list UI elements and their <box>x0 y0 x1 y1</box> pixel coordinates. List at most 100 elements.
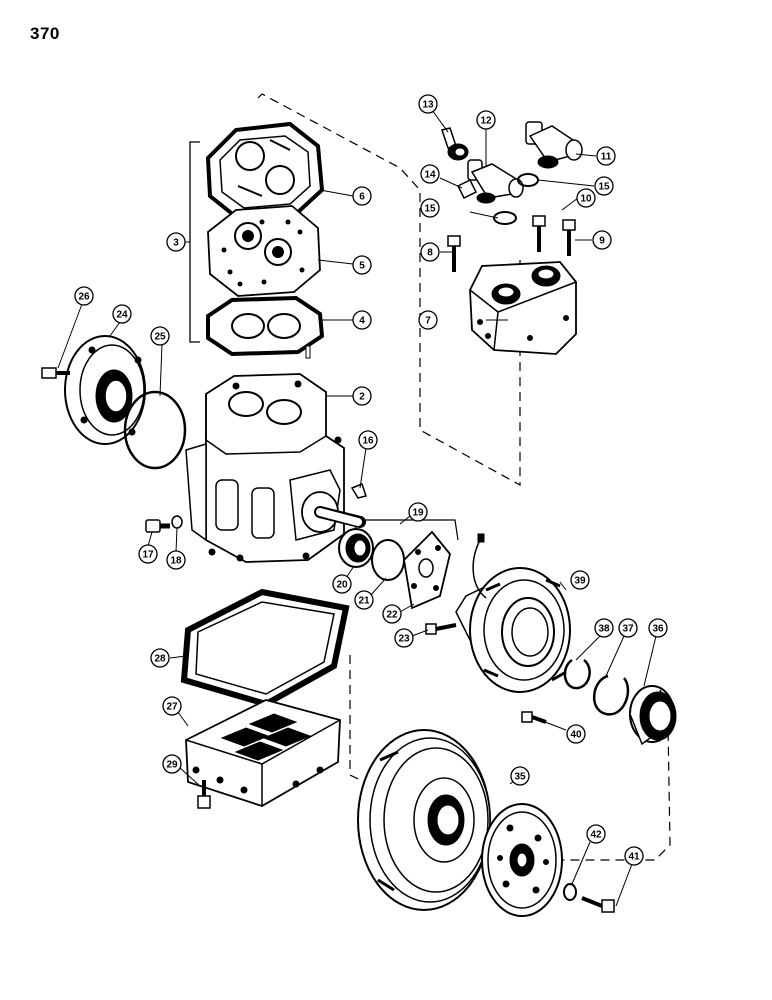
callout-8: 8 <box>420 242 440 262</box>
bearing-36 <box>629 685 677 746</box>
seal-ring-21 <box>371 539 405 581</box>
callout-label: 19 <box>412 508 424 519</box>
bottom-plate-27 <box>185 699 341 807</box>
callout-label: 15 <box>424 204 436 215</box>
pulley-35 <box>357 729 491 911</box>
callout-label: 36 <box>652 624 664 635</box>
page-number: 370 <box>30 24 60 43</box>
gasket-28 <box>180 588 350 708</box>
callout-16: 16 <box>358 430 378 450</box>
callout-19: 19 <box>408 502 428 522</box>
bolt-10 <box>532 215 546 252</box>
callout-20: 20 <box>332 574 352 594</box>
o-ring-15b <box>493 211 517 225</box>
callout-12: 12 <box>476 110 496 130</box>
washer-42 <box>563 883 577 901</box>
callout-label: 24 <box>116 310 128 321</box>
callout-label: 8 <box>427 248 433 259</box>
callout-label: 6 <box>359 192 365 203</box>
callout-label: 17 <box>142 550 154 561</box>
callout-label: 5 <box>359 261 365 272</box>
service-valve-11 <box>525 121 583 169</box>
callout-6: 6 <box>352 186 372 206</box>
bolt-23 <box>425 623 457 635</box>
callout-4: 4 <box>352 310 372 330</box>
gasket-4 <box>206 295 325 357</box>
callout-label: 28 <box>154 654 166 665</box>
callout-38: 38 <box>594 618 614 638</box>
compressor-body-2 <box>185 373 366 563</box>
clutch-plate <box>481 803 563 917</box>
callout-15a: 15 <box>594 176 614 196</box>
callout-14: 14 <box>420 164 440 184</box>
callout-label: 11 <box>601 152 612 163</box>
callout-label: 26 <box>78 292 90 303</box>
shaft-seal-20 <box>338 528 374 568</box>
callout-9: 9 <box>592 230 612 250</box>
end-cover-24 <box>64 335 146 445</box>
o-ring-25 <box>123 390 187 470</box>
clutch-coil-39 <box>455 533 571 693</box>
callout-35: 35 <box>510 766 530 786</box>
callout-label: 23 <box>398 634 410 645</box>
cap-14 <box>456 178 478 200</box>
service-valve-12 <box>467 159 524 204</box>
callout-18: 18 <box>166 550 186 570</box>
callout-label: 15 <box>598 182 610 193</box>
callout-39: 39 <box>570 570 590 590</box>
valve-plate-5 <box>207 205 321 297</box>
bolt-41 <box>581 896 615 913</box>
callout-28: 28 <box>150 648 170 668</box>
callout-37: 37 <box>618 618 638 638</box>
callout-label: 14 <box>424 170 436 181</box>
bolt-8 <box>447 235 461 272</box>
callout-27: 27 <box>162 696 182 716</box>
dashed-boundary-lines <box>257 93 671 861</box>
gasket-6 <box>205 121 325 223</box>
plug-17 <box>145 519 170 533</box>
callout-label: 13 <box>422 100 434 111</box>
key-16 <box>350 483 367 499</box>
callout-label: 9 <box>599 236 605 247</box>
callout-label: 3 <box>173 238 179 249</box>
callout-label: 7 <box>425 316 431 327</box>
callout-13: 13 <box>418 94 438 114</box>
callout-label: 4 <box>359 316 365 327</box>
callout-label: 39 <box>574 576 586 587</box>
callout-24: 24 <box>112 304 132 324</box>
callout-label: 41 <box>628 852 640 863</box>
callout-25: 25 <box>150 326 170 346</box>
callout-label: 42 <box>590 830 602 841</box>
callout-7: 7 <box>418 310 438 330</box>
dowel-pin <box>305 345 311 359</box>
callout-label: 21 <box>358 596 370 607</box>
callout-11: 11 <box>596 146 616 166</box>
callout-label: 27 <box>166 702 178 713</box>
bolt-29 <box>197 780 211 809</box>
bracket-3 <box>189 141 200 343</box>
callout-label: 38 <box>598 624 610 635</box>
callout-21: 21 <box>354 590 374 610</box>
callout-2: 2 <box>352 386 372 406</box>
callout-29: 29 <box>162 754 182 774</box>
callout-label: 18 <box>170 556 182 567</box>
snap-ring-37 <box>592 674 630 716</box>
callout-label: 22 <box>386 610 398 621</box>
callout-17: 17 <box>138 544 158 564</box>
callout-40: 40 <box>566 724 586 744</box>
callout-42: 42 <box>586 824 606 844</box>
callout-label: 25 <box>154 332 166 343</box>
callout-label: 35 <box>514 772 526 783</box>
callout-label: 40 <box>570 730 582 741</box>
callout-3: 3 <box>166 232 186 252</box>
o-ring-15a <box>517 173 539 187</box>
callout-label: 29 <box>166 760 178 771</box>
snap-ring-38 <box>563 658 591 690</box>
callout-15b: 15 <box>420 198 440 218</box>
callout-23: 23 <box>394 628 414 648</box>
washer-18 <box>171 515 183 529</box>
callout-label: 2 <box>359 392 365 403</box>
callout-36: 36 <box>648 618 668 638</box>
callout-10: 10 <box>576 188 596 208</box>
